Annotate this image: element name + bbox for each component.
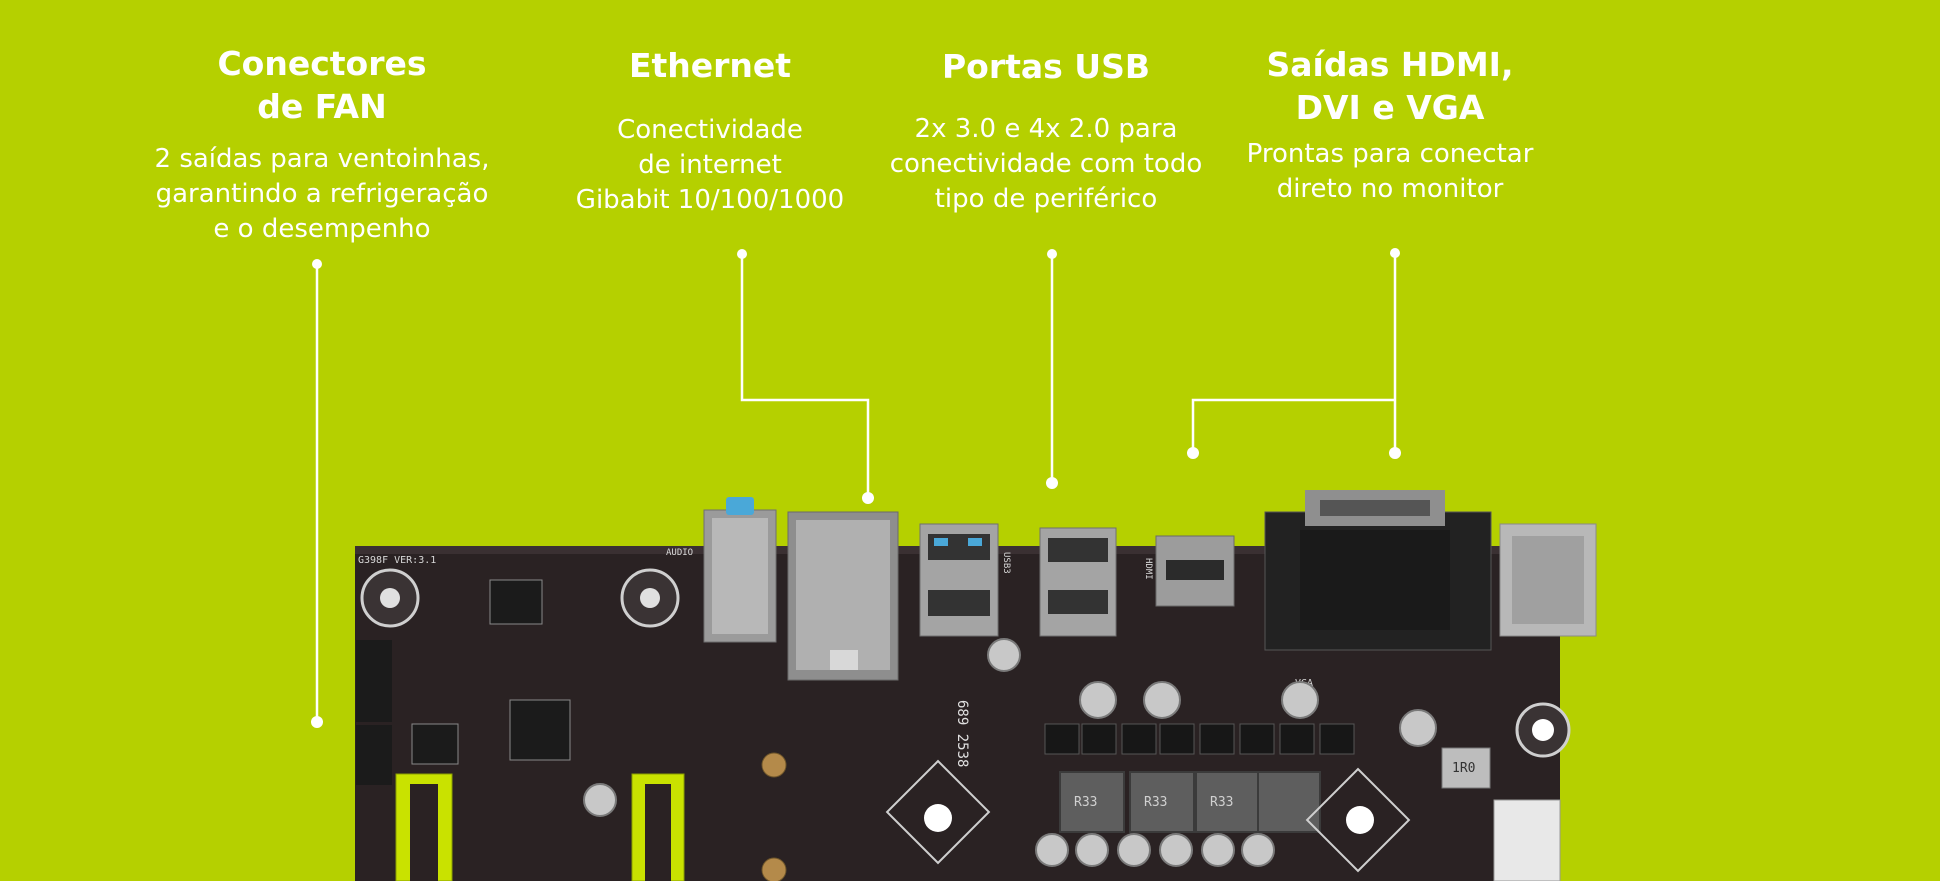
feature-fan-description: 2 saídas para ventoinhas, garantindo a r… bbox=[154, 144, 490, 244]
leader-line-video-branch bbox=[1191, 398, 1395, 453]
feature-video: Saídas HDMI, DVI e VGA Prontas para cone… bbox=[1225, 43, 1555, 207]
board-model-label: G398F VER:3.1 bbox=[358, 555, 436, 566]
feature-usb-title: Portas USB bbox=[941, 47, 1151, 86]
svg-text:R33: R33 bbox=[1144, 795, 1167, 810]
dvi-vga-port bbox=[1264, 490, 1492, 651]
cpu-mount-right bbox=[1305, 767, 1411, 873]
board-serial-label: 689 2538 bbox=[954, 700, 970, 767]
feature-fan: Conectores de FAN 2 saídas para ventoinh… bbox=[142, 42, 502, 247]
pcie-slot-2 bbox=[631, 773, 685, 881]
feature-usb-description: 2x 3.0 e 4x 2.0 para conectividade com t… bbox=[889, 114, 1203, 214]
chip-audio-codec bbox=[489, 579, 543, 625]
chip-bios bbox=[411, 723, 459, 765]
feature-video-title: Saídas HDMI, DVI e VGA bbox=[1266, 45, 1514, 127]
board-hdmi-label: HDMI bbox=[1143, 558, 1153, 580]
usb2-port bbox=[1039, 527, 1117, 637]
cpu-mount-left bbox=[885, 759, 991, 865]
fan-header-2 bbox=[620, 568, 680, 628]
pcie-slot-1 bbox=[395, 773, 453, 881]
inductor-1r0: 1R0 bbox=[1441, 747, 1491, 789]
leader-lines bbox=[315, 253, 1397, 722]
feature-ethernet-title: Ethernet bbox=[628, 46, 792, 85]
svg-text:R33: R33 bbox=[1210, 795, 1233, 810]
leader-line-ethernet bbox=[740, 254, 870, 498]
svg-text:1R0: 1R0 bbox=[1452, 761, 1475, 776]
fan-header-1 bbox=[360, 568, 420, 628]
hdmi-port bbox=[1155, 535, 1235, 607]
mount-hole-right bbox=[1515, 702, 1571, 758]
atx-power-connector bbox=[1493, 799, 1561, 881]
usb3-port bbox=[919, 523, 999, 637]
feature-ethernet-description: Conectividade de internet Gibabit 10/100… bbox=[575, 115, 845, 215]
screw-posts bbox=[761, 752, 787, 881]
capacitors bbox=[583, 638, 1437, 867]
feature-fan-title: Conectores de FAN bbox=[217, 44, 427, 126]
feature-video-description: Prontas para conectar direto no monitor bbox=[1246, 139, 1534, 204]
audio-jack bbox=[703, 497, 777, 643]
chip-super-io bbox=[509, 699, 571, 761]
io-shield-bracket bbox=[1499, 523, 1597, 637]
leader-dots bbox=[311, 248, 1401, 728]
board-usb-label: USB3 bbox=[1001, 552, 1011, 574]
feature-ethernet: Ethernet Conectividade de internet Gibab… bbox=[560, 44, 860, 218]
vrm-chokes bbox=[1059, 771, 1321, 833]
board-audio-label: AUDIO bbox=[666, 548, 693, 558]
ethernet-port bbox=[787, 511, 899, 681]
pin-header-left bbox=[356, 640, 392, 785]
choke-labels: R33 R33 R33 bbox=[1074, 795, 1233, 810]
svg-text:R33: R33 bbox=[1074, 795, 1097, 810]
mosfets bbox=[1044, 723, 1355, 755]
feature-usb: Portas USB 2x 3.0 e 4x 2.0 para conectiv… bbox=[870, 45, 1222, 217]
